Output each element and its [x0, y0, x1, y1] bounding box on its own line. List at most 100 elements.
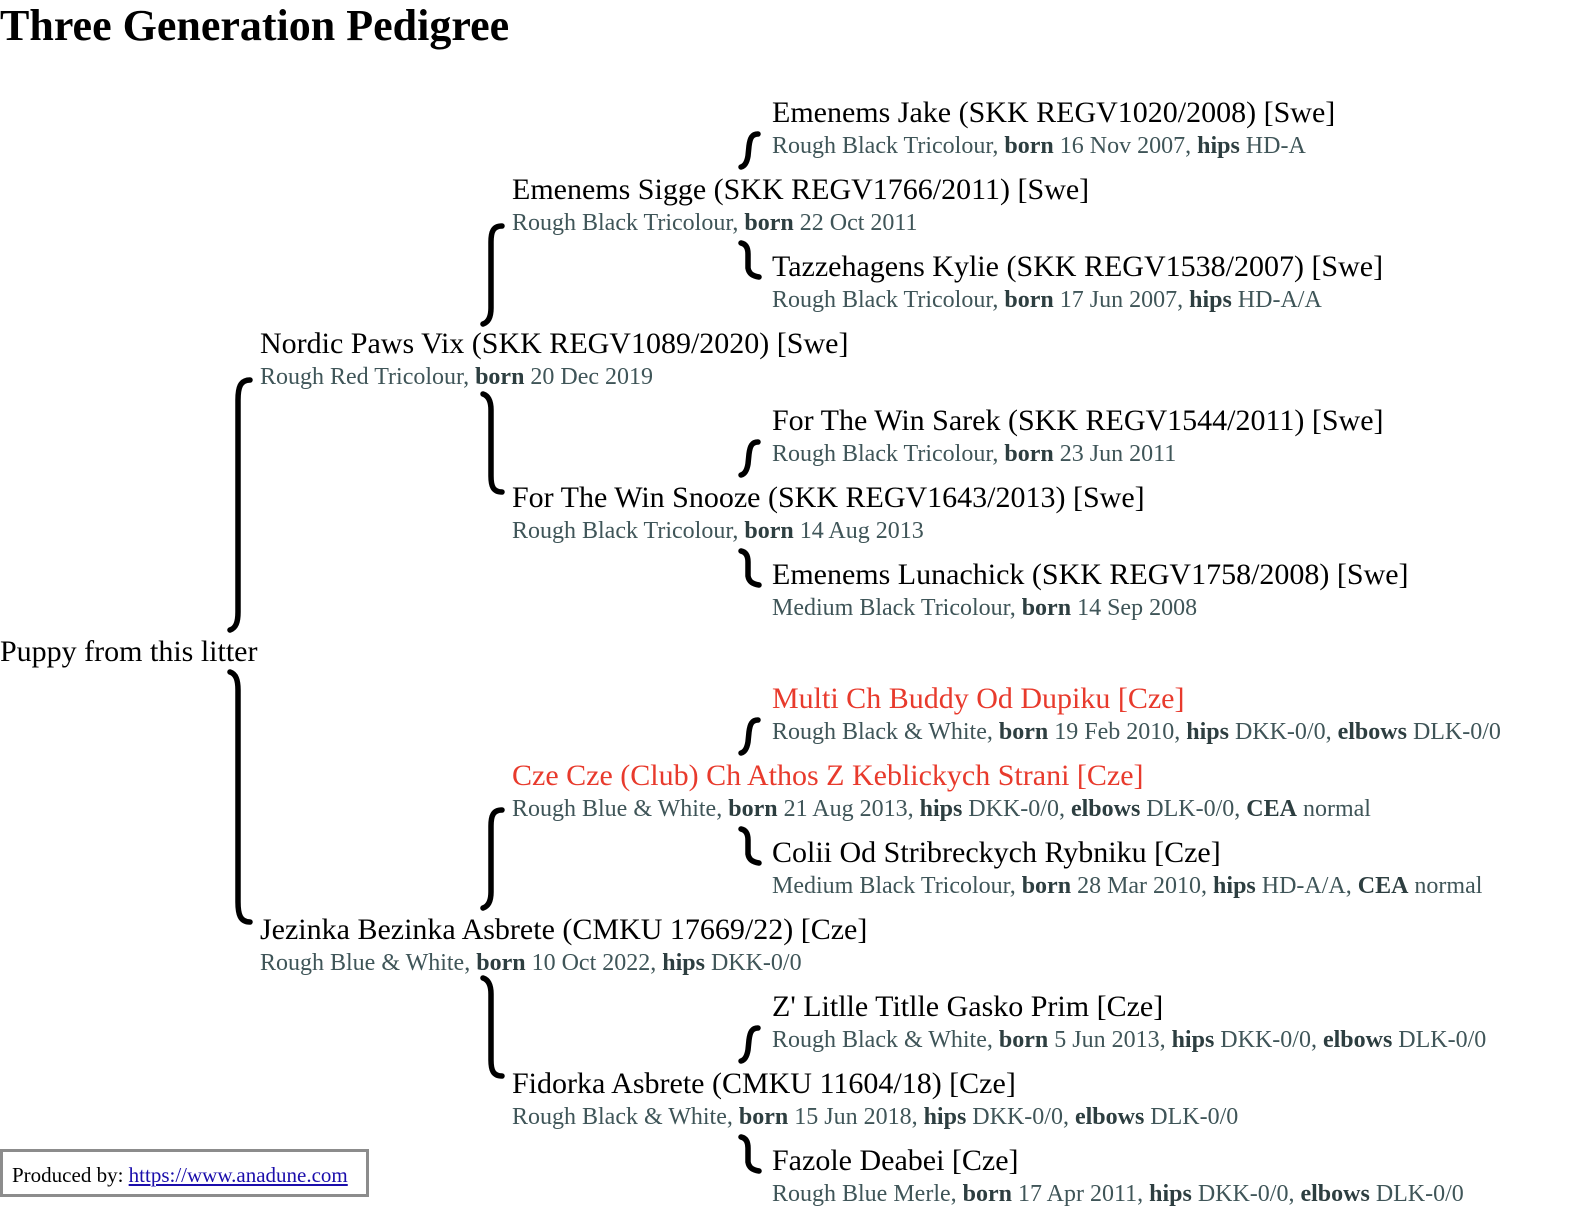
detail-text: DKK-0/0,: [1191, 1181, 1301, 1207]
dog-entry-sss: Emenems Jake (SKK REGV1020/2008) [Swe] R…: [772, 95, 1335, 162]
dog-entry-sire-dam: For The Win Snooze (SKK REGV1643/2013) […: [512, 480, 1145, 547]
dog-entry-dam-dam: Fidorka Asbrete (CMKU 11604/18) [Cze] Ro…: [512, 1066, 1238, 1133]
detail-text: 17 Jun 2007,: [1053, 287, 1190, 313]
detail-label: hips: [923, 1104, 967, 1130]
dog-details: Rough Black Tricolour, born 23 Jun 2011: [772, 439, 1384, 470]
detail-text: 23 Jun 2011: [1053, 441, 1177, 467]
dog-details: Rough Blue & White, born 21 Aug 2013, hi…: [512, 794, 1371, 825]
detail-label: hips: [1149, 1181, 1192, 1207]
detail-label: elbows: [1070, 796, 1141, 822]
dog-name: Colii Od Stribreckych Rybniku [Cze]: [772, 836, 1221, 869]
dog-name: Fazole Deabei [Cze]: [772, 1144, 1019, 1177]
bracket-sss: [738, 131, 761, 170]
anadune-link[interactable]: https://www.anadune.com: [128, 1163, 348, 1187]
detail-label: born: [962, 1181, 1012, 1207]
dog-details: Medium Black Tricolour, born 14 Sep 2008: [772, 593, 1409, 624]
dog-entry-dds: Z' Litlle Titlle Gasko Prim [Cze] Rough …: [772, 989, 1486, 1056]
dog-details: Rough Black Tricolour, born 22 Oct 2011: [512, 208, 1089, 239]
detail-text: 5 Jun 2013,: [1048, 1027, 1172, 1053]
detail-text: 15 Jun 2018,: [788, 1104, 924, 1130]
detail-label: born: [476, 950, 526, 976]
detail-label: born: [475, 364, 525, 390]
detail-text: Rough Blue Merle,: [772, 1181, 963, 1207]
detail-text: 19 Feb 2010,: [1048, 719, 1187, 745]
detail-label: born: [738, 1104, 789, 1130]
dog-entry-sdd: Emenems Lunachick (SKK REGV1758/2008) [S…: [772, 557, 1409, 624]
bracket-dam-line: [227, 669, 253, 925]
dog-name: Tazzehagens Kylie (SKK REGV1538/2007) [S…: [772, 250, 1384, 283]
detail-text: DLK-0/0: [1392, 1027, 1487, 1053]
detail-label: hips: [1197, 133, 1240, 159]
detail-label: hips: [1186, 719, 1229, 745]
detail-label: CEA: [1357, 873, 1409, 899]
bracket-sire-sire: [480, 223, 505, 327]
detail-text: 17 Apr 2011,: [1012, 1181, 1150, 1207]
bracket-dss: [738, 717, 761, 756]
dog-entry-dam: Jezinka Bezinka Asbrete (CMKU 17669/22) …: [260, 912, 867, 979]
bracket-sire-line: [227, 377, 253, 633]
detail-text: 14 Sep 2008: [1071, 595, 1198, 621]
dog-entry-sire: Nordic Paws Vix (SKK REGV1089/2020) [Swe…: [260, 326, 848, 393]
detail-label: hips: [662, 950, 705, 976]
detail-label: born: [998, 719, 1049, 745]
detail-text: DKK-0/0,: [1228, 719, 1338, 745]
dog-details: Medium Black Tricolour, born 28 Mar 2010…: [772, 871, 1482, 902]
detail-text: Rough Red Tricolour,: [260, 364, 476, 390]
detail-text: HD-A/A,: [1255, 873, 1358, 899]
detail-text: Rough Black Tricolour,: [772, 441, 1005, 467]
detail-text: Medium Black Tricolour,: [772, 873, 1022, 899]
detail-text: 20 Dec 2019: [524, 364, 654, 390]
detail-label: elbows: [1322, 1027, 1393, 1053]
detail-text: 10 Oct 2022,: [525, 950, 663, 976]
dog-entry-ddd: Fazole Deabei [Cze] Rough Blue Merle, bo…: [772, 1143, 1464, 1210]
detail-text: HD-A: [1239, 133, 1306, 159]
detail-label: elbows: [1300, 1181, 1370, 1207]
dog-entry-sds: For The Win Sarek (SKK REGV1544/2011) [S…: [772, 403, 1384, 470]
bracket-dsd: [738, 826, 762, 866]
dog-name: Jezinka Bezinka Asbrete (CMKU 17669/22) …: [260, 913, 868, 946]
dog-details: Rough Black & White, born 19 Feb 2010, h…: [772, 717, 1501, 748]
detail-text: DLK-0/0,: [1140, 796, 1247, 822]
bracket-sdd: [738, 548, 762, 588]
detail-label: hips: [1171, 1027, 1215, 1053]
detail-label: born: [728, 796, 778, 822]
detail-label: born: [744, 518, 794, 544]
detail-label: hips: [1189, 287, 1232, 313]
detail-label: born: [1004, 287, 1054, 313]
detail-text: 21 Aug 2013,: [777, 796, 920, 822]
detail-text: Medium Black Tricolour,: [772, 595, 1022, 621]
detail-text: DKK-0/0: [704, 950, 802, 976]
produced-by-box: Produced by: https://www.anadune.com: [0, 1149, 369, 1197]
dog-name: Multi Ch Buddy Od Dupiku [Cze]: [772, 682, 1185, 715]
detail-text: normal: [1408, 873, 1483, 899]
detail-label: born: [1004, 441, 1054, 467]
puppy-label: Puppy from this litter: [0, 635, 258, 668]
dog-name: Fidorka Asbrete (CMKU 11604/18) [Cze]: [512, 1067, 1016, 1100]
dog-name: Emenems Lunachick (SKK REGV1758/2008) [S…: [772, 558, 1409, 591]
bracket-ddd: [738, 1134, 762, 1174]
bracket-dam-sire: [480, 807, 505, 911]
dog-details: Rough Blue Merle, born 17 Apr 2011, hips…: [772, 1179, 1464, 1210]
dog-details: Rough Blue & White, born 10 Oct 2022, hi…: [260, 948, 867, 979]
page-title: Three Generation Pedigree: [0, 1, 510, 50]
dog-entry-dss: Multi Ch Buddy Od Dupiku [Cze] Rough Bla…: [772, 681, 1501, 748]
detail-text: Rough Black Tricolour,: [512, 518, 745, 544]
detail-label: hips: [919, 796, 963, 822]
dog-name: Nordic Paws Vix (SKK REGV1089/2020) [Swe…: [260, 327, 849, 360]
dog-name: Emenems Jake (SKK REGV1020/2008) [Swe]: [772, 96, 1336, 129]
detail-label: born: [1021, 595, 1072, 621]
detail-text: DLK-0/0: [1144, 1104, 1239, 1130]
bracket-dam-dam: [480, 975, 505, 1079]
detail-text: Rough Black & White,: [772, 1027, 999, 1053]
detail-text: DLK-0/0: [1369, 1181, 1464, 1207]
detail-label: born: [1004, 133, 1054, 159]
detail-text: Rough Black Tricolour,: [772, 133, 1005, 159]
detail-label: elbows: [1337, 719, 1407, 745]
dog-details: Rough Black Tricolour, born 17 Jun 2007,…: [772, 285, 1383, 316]
detail-text: 28 Mar 2010,: [1071, 873, 1214, 899]
detail-text: Rough Black Tricolour,: [772, 287, 1005, 313]
dog-name: Emenems Sigge (SKK REGV1766/2011) [Swe]: [512, 173, 1090, 206]
dog-entry-dsd: Colii Od Stribreckych Rybniku [Cze] Medi…: [772, 835, 1482, 902]
dog-details: Rough Black & White, born 15 Jun 2018, h…: [512, 1102, 1238, 1133]
detail-label: born: [1021, 873, 1072, 899]
